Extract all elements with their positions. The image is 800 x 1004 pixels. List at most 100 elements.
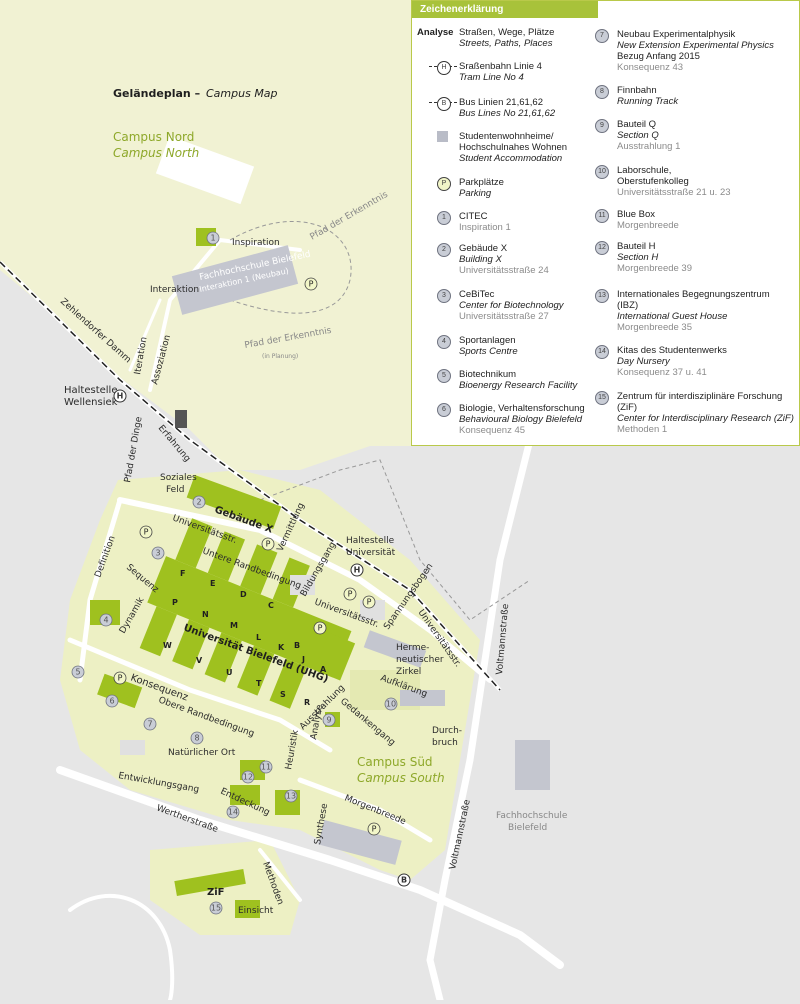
map-title-en: Campus Map [206,87,278,100]
dark-building [175,410,187,428]
label-herme-3: Zirkel [396,667,421,677]
label-fh2-2: Bielefeld [508,823,547,833]
label-pfad-dinge: Pfad der Dinge [123,415,145,483]
legend-row-8[interactable]: 8 Finnbahn Running Track [595,85,678,107]
label-herme-2: neutischer [396,655,444,665]
legend-row-5[interactable]: 5 Biotechnikum Bioenergy Research Facili… [437,369,577,391]
tram-stop-wellensiek[interactable]: H [113,389,127,403]
marker-9: 9 [322,713,336,727]
bus-icon: B [437,97,451,111]
campus-south-label: Campus Süd [357,755,433,769]
svg-text:S: S [280,690,286,699]
svg-text:2: 2 [196,498,201,507]
svg-text:D: D [240,590,247,599]
svg-text:H: H [354,566,361,575]
label-zif: ZiF [207,887,225,898]
legend-row-9[interactable]: 9 Bauteil Q Section Q Ausstrahlung 1 [595,119,680,152]
svg-text:3: 3 [155,549,160,558]
legend-analyse-head: Analyse [417,27,454,38]
tram-stop-universitaet[interactable]: H [350,563,364,577]
marker-15: 15 [209,901,223,915]
tram-icon: H [437,61,451,75]
svg-text:N: N [202,610,209,619]
accommodation-3 [317,820,402,865]
label-soziales: Soziales [160,473,197,483]
legend-row-14[interactable]: 14 Kitas des Studentenwerks Day Nursery … [595,345,727,378]
svg-text:1: 1 [210,234,215,243]
number-13-icon: 13 [595,289,609,303]
bio-building [97,673,143,709]
marker-4: 4 [99,613,113,627]
zif-building [174,869,246,896]
marker-7: 7 [143,717,157,731]
svg-text:P: P [172,598,178,607]
ibz-building [230,785,260,805]
uhg-complex [139,518,356,709]
map-number-markers[interactable]: 1 2 3 4 5 6 7 8 9 10 11 12 13 14 15 [71,231,398,915]
label-fh2-1: Fachhochschule [496,811,568,821]
number-3-icon: 3 [437,289,451,303]
north-building-white [155,135,255,205]
bus-stop-morgenbreede[interactable]: B [397,873,411,887]
svg-text:P: P [367,598,372,607]
legend-row-3[interactable]: 3 CeBiTec Center for Biotechnology Unive… [437,289,564,322]
svg-text:P: P [309,280,314,289]
legend-row-4[interactable]: 4 Sportanlagen Sports Centre [437,335,518,357]
konsequenz-road [67,637,333,753]
label-durch-2: bruch [432,738,458,748]
legend-row-12[interactable]: 12 Bauteil H Section H Morgenbreede 39 [595,241,692,274]
svg-text:K: K [278,643,285,652]
svg-text:P: P [372,825,377,834]
svg-text:8: 8 [194,734,199,743]
svg-text:U: U [226,668,233,677]
legend-row-6[interactable]: 6 Biologie, Verhaltensforschung Behaviou… [437,403,585,436]
legend-row-7[interactable]: 7 Neubau Experimentalphysik New Extensio… [595,29,774,73]
methoden-road [258,848,302,902]
campus-north-en-label: Campus North [113,146,199,160]
legend-row-15[interactable]: 15 Zentrum für interdisziplinäre Forschu… [595,391,794,435]
svg-text:P: P [266,540,271,549]
north-path [148,238,302,392]
legend-row-2[interactable]: 2 Gebäude X Building X Universitätsstraß… [437,243,549,276]
uhg-wing-letters: F E D C P N M L K J W V U T S R A B [163,569,327,707]
label-interaktion: Interaktion [150,285,199,295]
label-in-planung: (in Planung) [262,353,298,360]
marker-6: 6 [105,694,119,708]
marker-12: 12 [241,770,255,784]
parking-icon: P [437,177,451,191]
tram-line-base [0,260,502,692]
legend-row-1[interactable]: 1 CITEC Inspiration 1 [437,211,511,233]
svg-text:F: F [180,569,185,578]
number-5-icon: 5 [437,369,451,383]
number-11-icon: 11 [595,209,609,223]
svg-text:H: H [117,392,124,401]
gebaeude-x-building [186,474,282,530]
fh-blocks [515,740,550,790]
zif-land [150,840,300,935]
legend-row-accommodation: Studentenwohnheime/ Hochschulnahes Wohne… [437,131,567,164]
campus-south-en-label: Campus South [357,771,445,785]
svg-text:5: 5 [75,668,80,677]
svg-text:12: 12 [243,773,253,782]
wertherstrasse-road [56,766,564,969]
svg-text:14: 14 [228,808,238,817]
number-2-icon: 2 [437,243,451,257]
label-hs-uni-1: Haltestelle [346,536,395,546]
legend-row-13[interactable]: 13 Internationales Begegnungszentrum (IB… [595,289,770,333]
number-12-icon: 12 [595,241,609,255]
svg-text:7: 7 [147,720,152,729]
number-4-icon: 4 [437,335,451,349]
number-15-icon: 15 [595,391,609,405]
legend-row-11[interactable]: 11 Blue Box Morgenbreede [595,209,679,231]
legend-row-parking: P Parkplätze Parking [437,177,504,199]
svg-text:L: L [256,633,261,642]
svg-text:V: V [196,656,203,665]
number-14-icon: 14 [595,345,609,359]
legend-row-10[interactable]: 10 Laborschule, Oberstufenkolleg Univers… [595,165,731,198]
svg-text:13: 13 [286,792,296,801]
pfad-erkenntnis [229,220,352,314]
universitaetsstrasse-road [117,497,493,683]
legend-row-tram: H Sraßenbahn Linie 4 Tram Line No 4 [429,61,542,83]
label-hs-wellensiek-1: Haltestelle [64,385,118,396]
